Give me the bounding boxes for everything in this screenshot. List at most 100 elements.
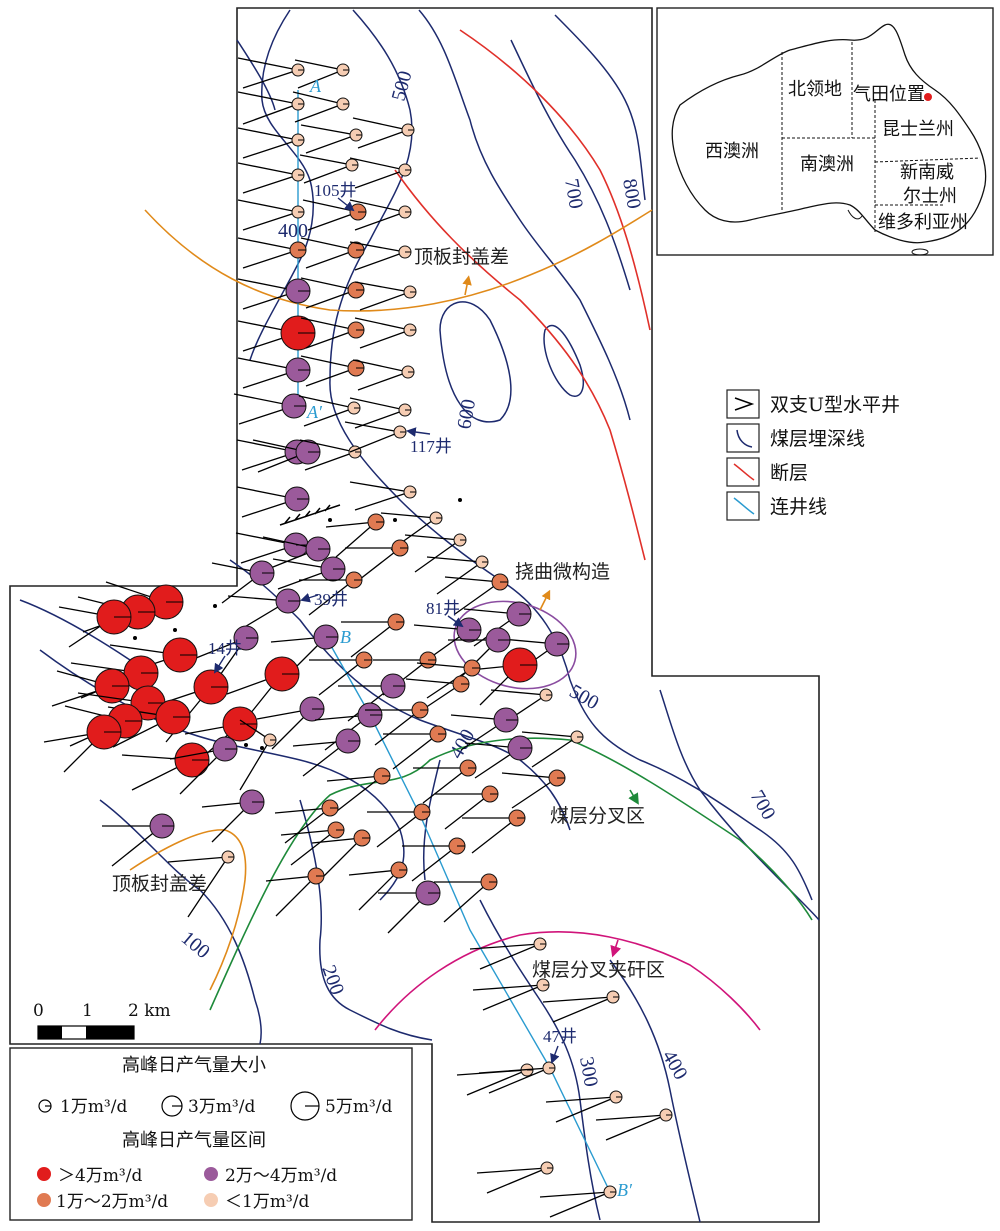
well-marker xyxy=(352,117,415,149)
inset-label-nt: 北领地 xyxy=(788,79,842,100)
horizontal-well-branches xyxy=(413,767,470,804)
well-marker xyxy=(405,675,470,715)
well-marker xyxy=(341,613,405,658)
contour-line xyxy=(329,9,813,901)
well-marker xyxy=(367,803,431,848)
well-marker xyxy=(380,511,443,551)
well-marker xyxy=(237,237,307,269)
well-marker xyxy=(237,315,316,352)
well-marker xyxy=(349,199,412,231)
horizontal-well-branches xyxy=(469,943,541,970)
well-label-47: 47井 xyxy=(543,1027,577,1046)
horizontal-well-branches xyxy=(237,162,301,194)
well-marker xyxy=(348,861,408,911)
horizontal-well-branches xyxy=(299,154,355,184)
horizontal-well-branches xyxy=(300,124,359,154)
legend-size-5: 5万m³/d xyxy=(325,1097,392,1117)
well-marker xyxy=(365,701,429,746)
well-marker xyxy=(201,789,265,843)
well-marker xyxy=(426,555,489,595)
well-marker xyxy=(435,785,499,830)
legend-label-fault: 断层 xyxy=(770,462,808,484)
well-marker xyxy=(344,421,407,453)
well-marker xyxy=(300,277,365,309)
well-marker xyxy=(292,728,361,777)
orange-zone-arrow xyxy=(462,275,472,296)
well-end-dot xyxy=(244,743,248,747)
horizontal-well-branches xyxy=(300,237,359,269)
contour-line xyxy=(422,759,441,881)
inset-label-nsw-1: 新南威 xyxy=(900,162,954,183)
gasfield-location-marker xyxy=(924,93,932,101)
contour-label: 300 xyxy=(575,1055,602,1088)
well-marker xyxy=(501,769,566,809)
well-marker xyxy=(402,837,466,882)
well-marker xyxy=(349,157,412,189)
well-marker xyxy=(354,281,417,311)
horizontal-well-branches xyxy=(404,534,462,573)
well-marker xyxy=(413,759,477,804)
well-marker xyxy=(237,162,305,194)
annotation-roof-seal-poor-south: 顶板封盖差 xyxy=(112,873,207,895)
well-marker xyxy=(302,199,367,231)
contour-label: 700 xyxy=(560,177,587,210)
horizontal-well-branches xyxy=(476,1167,548,1194)
pink-zone-arrow xyxy=(610,939,622,958)
legend-size-1: 1万m³/d xyxy=(60,1097,127,1117)
legend-label-depth-line: 煤层埋深线 xyxy=(770,428,865,450)
contour-line xyxy=(236,39,276,111)
well-marker xyxy=(311,829,371,879)
contour-line xyxy=(19,599,131,661)
well-marker xyxy=(43,714,122,773)
well-marker xyxy=(416,659,481,699)
horizontal-well-branches xyxy=(472,984,544,1011)
section-label-a: A xyxy=(309,76,322,96)
scale-tick-1: 1 xyxy=(82,1001,93,1021)
horizontal-well-branches xyxy=(237,57,301,89)
well-marker xyxy=(325,513,385,558)
horizontal-well-branches xyxy=(367,811,424,848)
inset-label-nsw-2: 尔士州 xyxy=(903,186,957,207)
contour-line xyxy=(659,689,820,921)
well-marker xyxy=(226,656,300,725)
well-end-dot xyxy=(173,628,177,632)
well-marker xyxy=(265,867,325,917)
inset-label-sa: 南澳洲 xyxy=(800,154,854,175)
section-label-a-prime: A′ xyxy=(306,402,323,422)
faults xyxy=(394,29,651,561)
flexure-arrow xyxy=(539,589,551,611)
well-end-dot xyxy=(213,604,217,608)
scale-tick-2: 2 km xyxy=(128,1001,171,1021)
horizontal-well-branches xyxy=(265,875,318,917)
well-marker xyxy=(252,439,321,473)
section-line-bb xyxy=(325,636,611,1193)
well-marker xyxy=(383,725,447,770)
well-labels: 105井 117井 39井 81井 14井 47井 xyxy=(208,181,577,1064)
contour-line xyxy=(543,324,584,397)
well-marker xyxy=(309,651,373,696)
horizontal-well-branches xyxy=(539,1191,611,1218)
well-marker xyxy=(51,668,130,707)
legend-class-lt1: ＜1万m³/d xyxy=(225,1192,309,1212)
australia-outline xyxy=(671,23,987,244)
inset-label-vic: 维多利亚州 xyxy=(878,212,968,233)
well-marker xyxy=(378,880,441,934)
section-label-b-prime: B′ xyxy=(617,1180,633,1200)
well-marker xyxy=(300,317,365,349)
contour-label: 200 xyxy=(317,962,348,998)
well-marker xyxy=(300,124,363,154)
well-end-dot xyxy=(393,518,397,522)
zone-boundaries xyxy=(129,209,813,1031)
horizontal-well-branches xyxy=(435,793,492,830)
well-marker xyxy=(237,199,305,231)
well-marker xyxy=(434,873,498,923)
well-label-117: 117井 xyxy=(410,437,452,456)
tasmania xyxy=(911,248,929,256)
horizontal-well-branches xyxy=(595,1114,667,1141)
contour-line xyxy=(479,899,601,1221)
fault-line xyxy=(459,29,651,331)
well-marker xyxy=(469,647,538,706)
well-end-dot xyxy=(260,746,264,750)
well-end-dot xyxy=(328,518,332,522)
